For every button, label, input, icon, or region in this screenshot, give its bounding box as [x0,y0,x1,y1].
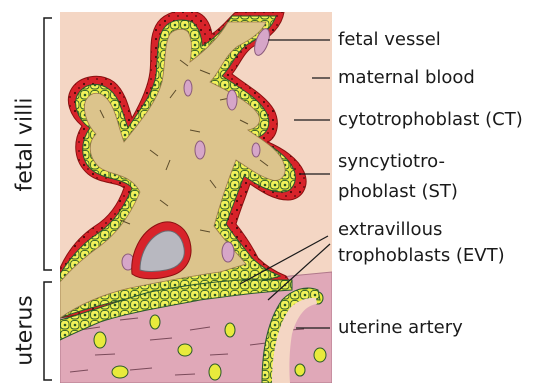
label-evt-2: trophoblasts (EVT) [338,244,505,267]
label-uterine-artery: uterine artery [338,316,463,339]
bracket-fetal-villi [44,18,52,270]
label-fetal-vessel: fetal vessel [338,28,441,51]
label-cytotrophoblast: cytotrophoblast (CT) [338,108,523,131]
uterus-label: uterus [13,294,38,368]
label-evt-1: extravillous [338,218,442,241]
fetal-villi-label: fetal villi [13,90,38,200]
label-syncytiotrophoblast-1: syncytiotro- [338,150,445,173]
label-syncytiotrophoblast-2: phoblast (ST) [338,180,458,203]
label-maternal-blood: maternal blood [338,66,475,89]
bracket-uterus [44,282,52,380]
